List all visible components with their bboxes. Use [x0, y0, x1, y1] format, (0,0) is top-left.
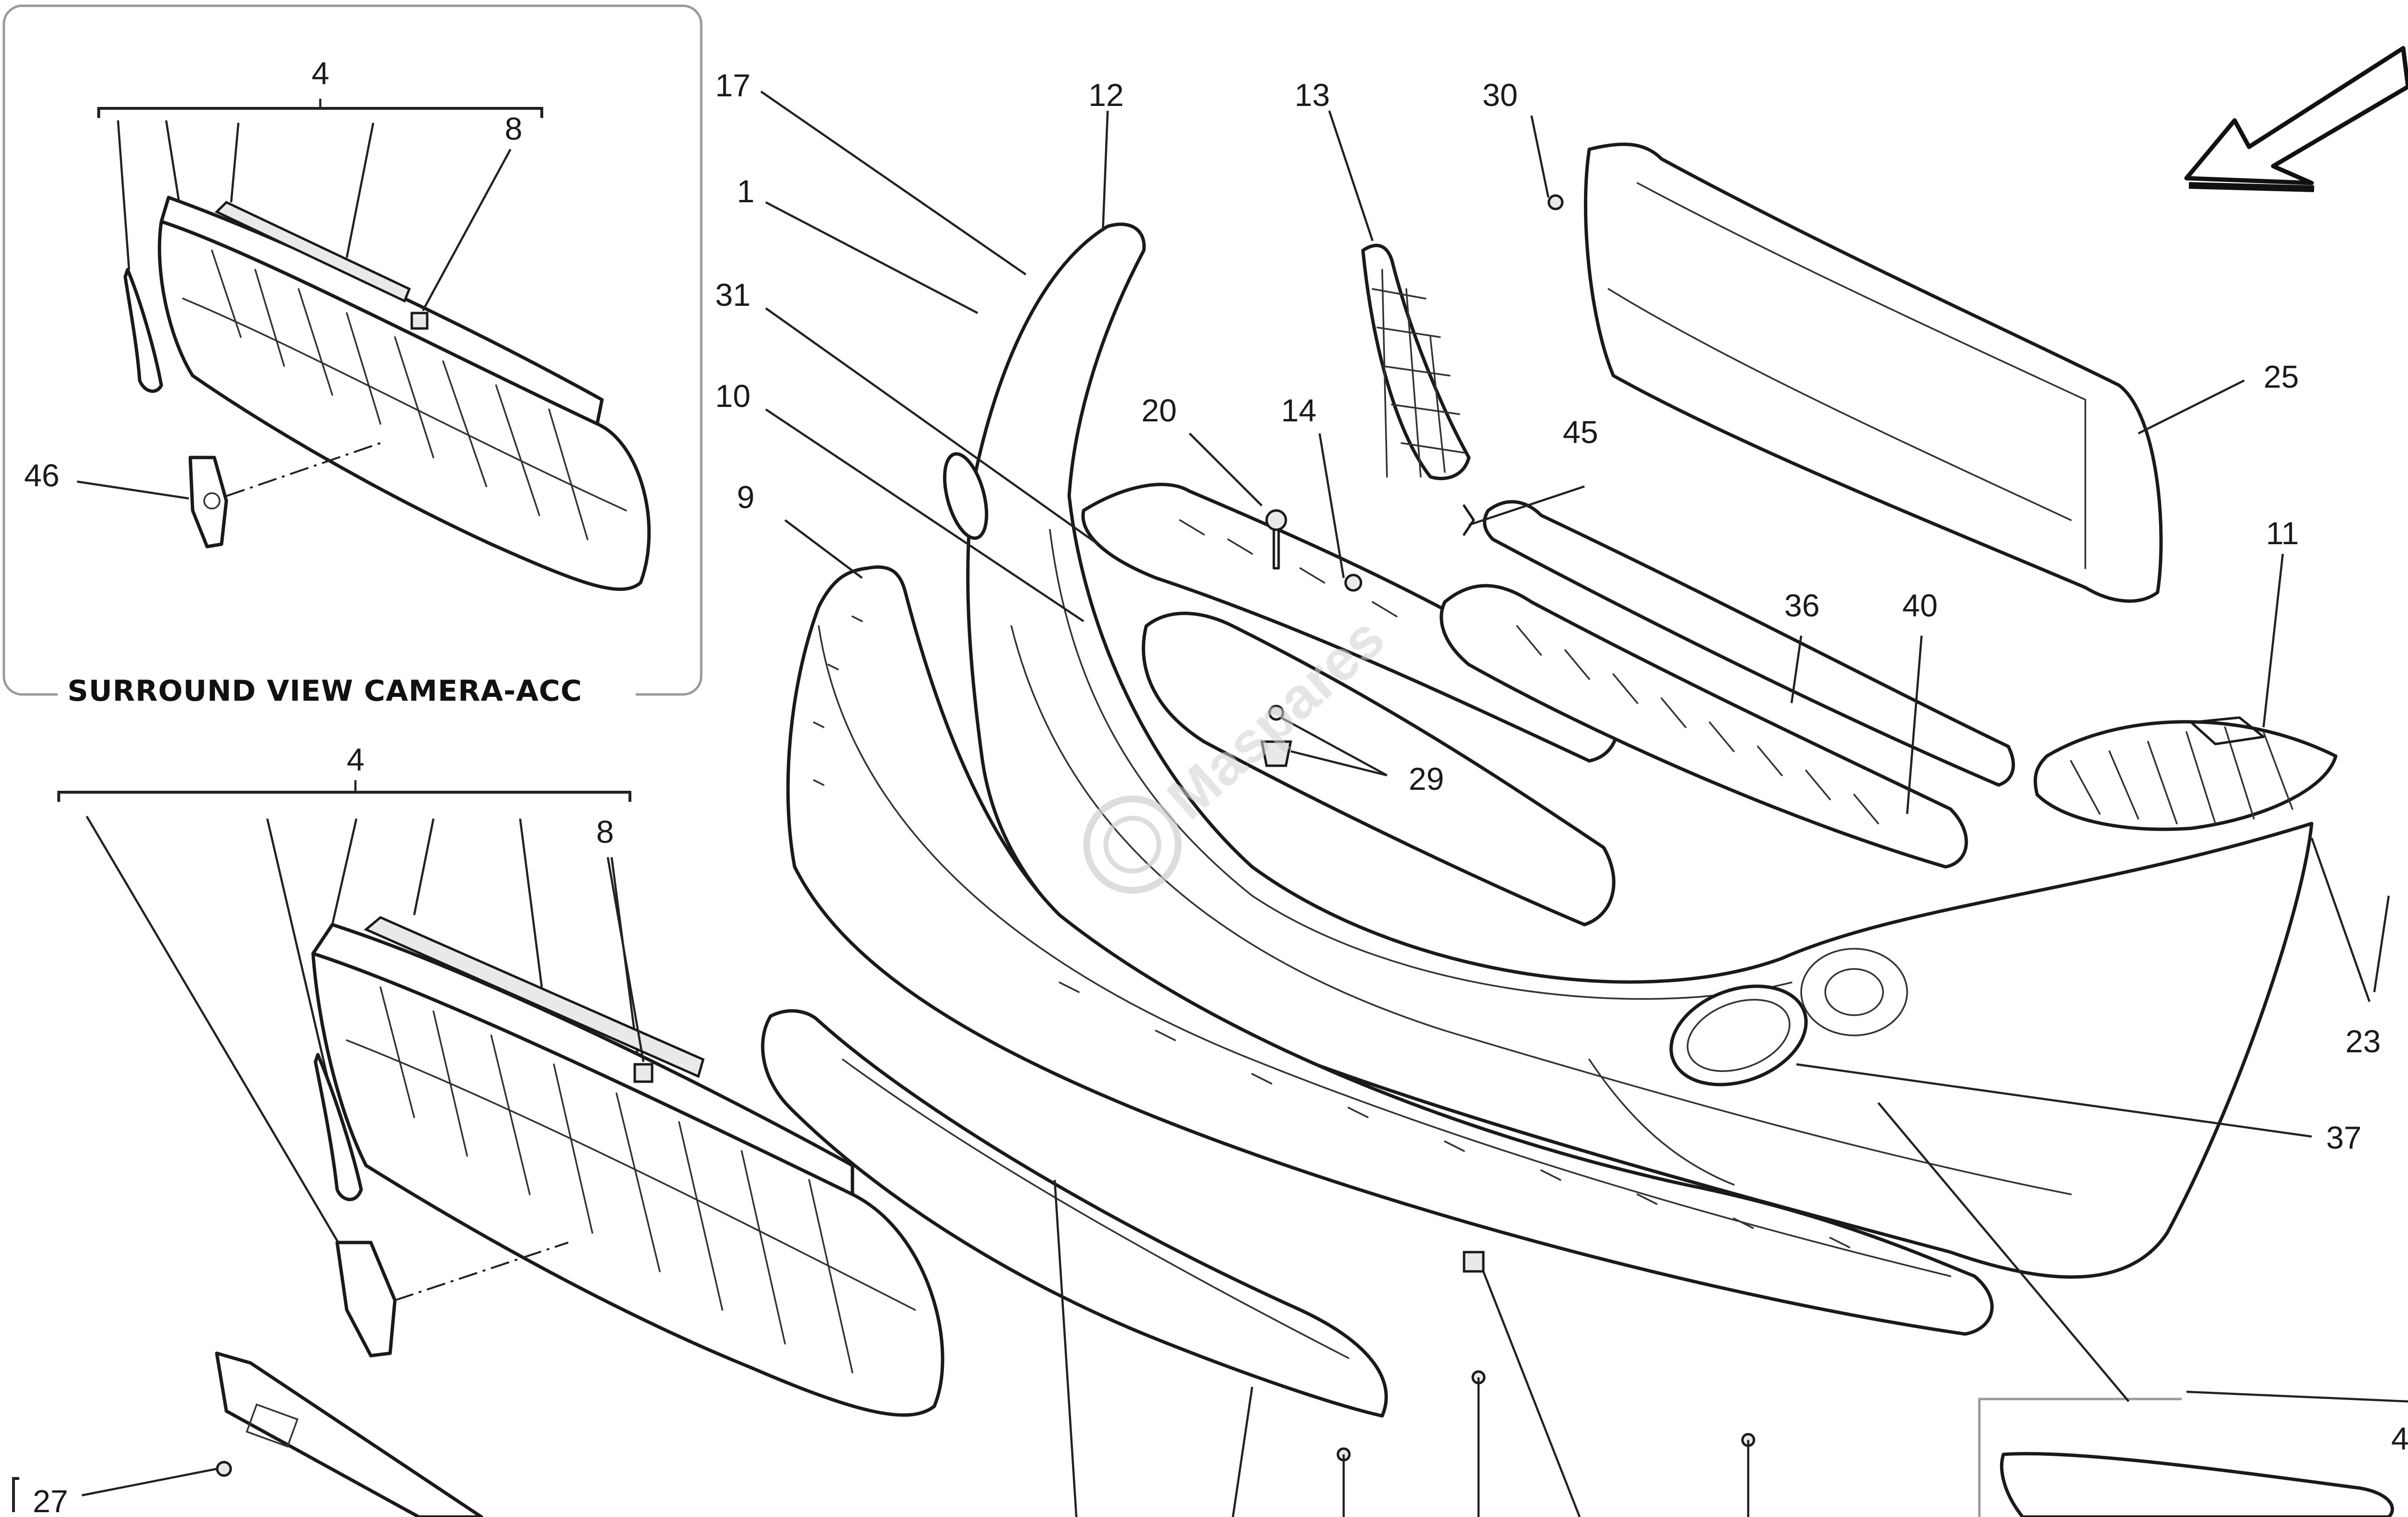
- clip-lower: [1463, 1251, 1485, 1273]
- inset-label-46: 46: [24, 458, 59, 493]
- label-25: 25: [2264, 359, 2299, 394]
- side-vent: [943, 452, 988, 540]
- label-1: 1: [737, 173, 755, 209]
- inset-clip-8: [410, 312, 429, 330]
- label-30: 30: [1482, 77, 1518, 113]
- label-37: 37: [2326, 1120, 2361, 1155]
- label-23: 23: [2345, 1023, 2381, 1059]
- callout-numbers: 17 1 31 10 9 12 13 30 20 14 45 25 11 36 …: [715, 67, 2408, 1456]
- trim-strip-36: [1483, 500, 2015, 787]
- label-11: 11: [2266, 515, 2299, 551]
- label-31: 31: [715, 277, 750, 313]
- label-17: 17: [715, 67, 750, 103]
- label-29: 29: [1409, 761, 1444, 797]
- lower-spoiler-9: [786, 565, 1994, 1336]
- label-36: 36: [1784, 588, 1819, 623]
- main-grille-assembly: 4 8: [57, 742, 944, 1417]
- inset-label-8: 8: [505, 111, 523, 146]
- label-27: 27: [33, 1483, 68, 1517]
- inset-label-4: 4: [312, 55, 329, 91]
- main-label-8: 8: [596, 814, 614, 850]
- label-12: 12: [1088, 77, 1124, 113]
- label-9: 9: [737, 479, 755, 515]
- mesh-grille-13: [1361, 244, 1471, 481]
- inset-grille: [157, 196, 651, 591]
- front-direction-arrow-icon: [2184, 46, 2408, 192]
- label-14: 14: [1281, 392, 1316, 428]
- screw-30: [1547, 194, 1564, 210]
- centre-grille-40: [1440, 584, 1968, 869]
- main-grille: [311, 916, 944, 1417]
- main-camera-bracket: [335, 1241, 397, 1358]
- main-side-trim: [314, 1053, 363, 1202]
- main-clip-8: [633, 1063, 654, 1083]
- undertray: [761, 1009, 1388, 1418]
- fasteners: [1260, 194, 1755, 1462]
- label-40: 40: [1902, 588, 1937, 623]
- label-13: 13: [1295, 77, 1330, 113]
- inset-caption-bg: [58, 670, 636, 714]
- inset-side-trim: [123, 268, 163, 393]
- label-20: 20: [1141, 392, 1177, 428]
- main-label-4: 4: [347, 742, 365, 777]
- fog-light-ring-37: [1669, 984, 1808, 1086]
- hook-45: [1463, 504, 1475, 536]
- label-4-right: 4: [2391, 1421, 2408, 1456]
- lower-lip-detail: [1978, 1398, 2394, 1517]
- bumper-cover: [943, 222, 2314, 1279]
- main-brace-4: [57, 791, 631, 802]
- upper-grille-11: [2033, 716, 2338, 831]
- reinforcement-beam: [1081, 483, 1619, 927]
- inset-caption: SURROUND VIEW CAMERA-ACC: [67, 674, 582, 708]
- frame-25: [1584, 143, 2163, 603]
- inset-camera-46: [188, 456, 228, 549]
- label-10: 10: [715, 378, 750, 414]
- screw-14: [1344, 574, 1362, 592]
- part-27-trim: 27: [12, 1351, 484, 1517]
- clip-29: [1260, 740, 1293, 767]
- label-45: 45: [1563, 414, 1598, 450]
- callout-leaders: [760, 91, 2408, 1517]
- inset-surround-view-camera: SURROUND VIEW CAMERA-ACC 4 8 46: [2, 4, 703, 714]
